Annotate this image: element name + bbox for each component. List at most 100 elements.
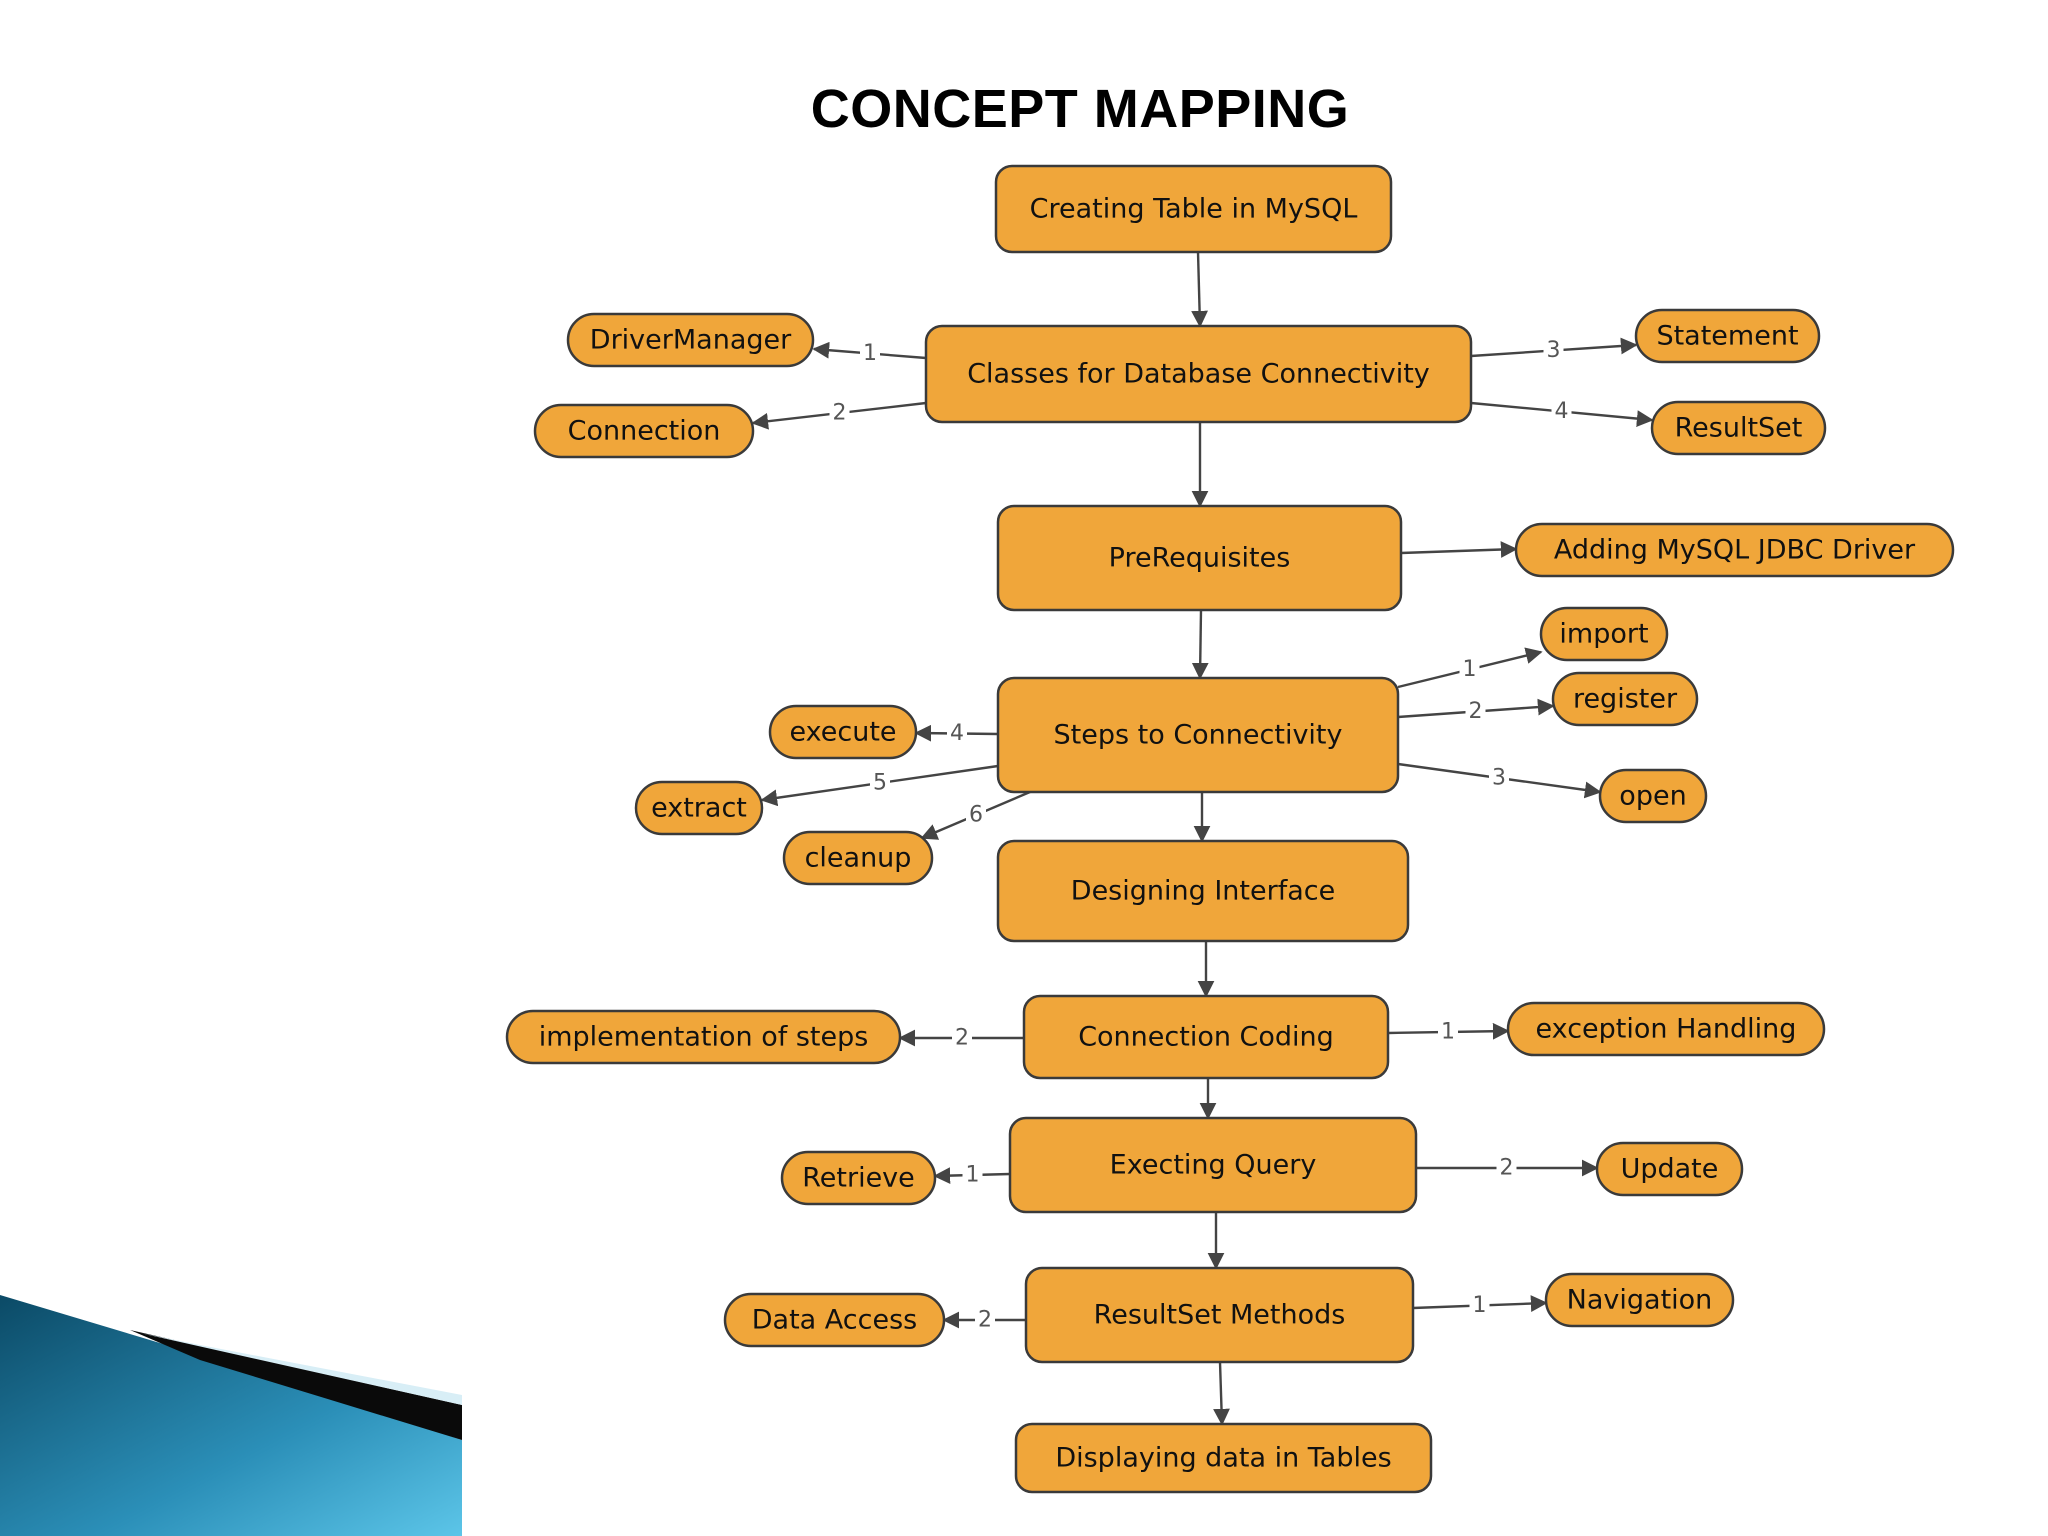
edge-label: 1: [863, 341, 877, 366]
edge-steps-to-open: 3: [1397, 762, 1602, 799]
edge-label-bg: [962, 1162, 983, 1188]
edge-classes-to-statement: 3: [1470, 337, 1638, 364]
node-conncoding: Connection Coding: [1022, 994, 1390, 1080]
node-steps: Steps to Connectivity: [996, 676, 1400, 794]
edge-label: 4: [1555, 399, 1569, 424]
edge-label-bg: [952, 1025, 972, 1051]
node-label: register: [1573, 684, 1678, 715]
node-import: import: [1539, 606, 1669, 662]
node-label: Data Access: [752, 1305, 917, 1336]
edge-label-bg: [1543, 337, 1564, 364]
node-label: PreRequisites: [1109, 543, 1291, 574]
node-label: Classes for Database Connectivity: [967, 359, 1430, 390]
node-extract: extract: [634, 780, 764, 836]
node-jdbc: Adding MySQL JDBC Driver: [1514, 522, 1955, 578]
page-title: CONCEPT MAPPING: [810, 79, 1350, 139]
edge-label-bg: [975, 1307, 995, 1333]
node-label: Retrieve: [802, 1163, 915, 1194]
node-label: implementation of steps: [539, 1022, 869, 1053]
node-label: execute: [789, 717, 896, 748]
node-label: DriverManager: [590, 325, 792, 356]
edge-rsmethods-to-displaying: [1213, 1361, 1230, 1426]
edge-steps-to-extract: 5: [760, 764, 999, 807]
node-displaying: Displaying data in Tables: [1014, 1422, 1433, 1494]
edge-exequery-to-update: 2: [1416, 1155, 1599, 1181]
edge-conncoding-to-implsteps: 2: [898, 1025, 1024, 1051]
edge-label-bg: [1459, 656, 1480, 683]
node-box: [1014, 1422, 1433, 1494]
node-creating: Creating Table in MySQL: [994, 164, 1393, 254]
edge-label-bg: [829, 400, 850, 426]
edge-label-bg: [966, 802, 986, 828]
node-update: Update: [1595, 1141, 1744, 1197]
edge-label-bg: [1551, 398, 1572, 425]
edge-label: 2: [955, 1026, 969, 1051]
node-box: [780, 1150, 937, 1206]
node-exequery: Execting Query: [1008, 1116, 1418, 1214]
node-box: [996, 676, 1400, 794]
edge-label-bg: [1469, 1292, 1490, 1319]
node-retrieve: Retrieve: [780, 1150, 937, 1206]
node-box: [1650, 400, 1827, 456]
node-box: [924, 324, 1473, 424]
node-box: [634, 780, 764, 836]
node-exception: exception Handling: [1506, 1001, 1826, 1057]
node-box: [1539, 606, 1669, 662]
node-cleanup: cleanup: [782, 830, 934, 886]
node-label: cleanup: [805, 843, 912, 874]
node-box: [505, 1009, 902, 1065]
node-label: Adding MySQL JDBC Driver: [1554, 535, 1916, 566]
node-label: extract: [651, 793, 747, 824]
edge-classes-to-connection: 2: [751, 400, 927, 430]
edge-conncoding-to-exception: 1: [1387, 1019, 1510, 1045]
edge-prereq-to-jdbc: [1400, 541, 1518, 558]
node-box: [782, 830, 934, 886]
node-box: [723, 1292, 946, 1348]
node-box: [1514, 522, 1955, 578]
node-box: [768, 704, 918, 760]
edge-label: 5: [873, 771, 887, 796]
node-classes: Classes for Database Connectivity: [924, 324, 1473, 424]
edge-steps-to-execute: 4: [914, 720, 999, 747]
node-execute: execute: [768, 704, 918, 760]
edge-label-bg: [1438, 1019, 1458, 1045]
node-box: [996, 504, 1403, 612]
edge-label: 2: [833, 401, 847, 426]
edge-label-bg: [947, 720, 967, 747]
node-box: [1595, 1141, 1744, 1197]
node-implsteps: implementation of steps: [505, 1009, 902, 1065]
edge-label-bg: [1496, 1155, 1517, 1181]
node-label: Displaying data in Tables: [1055, 1443, 1391, 1474]
edge-rsmethods-to-dataaccess: 2: [942, 1307, 1026, 1333]
edge-creating-to-classes: [1191, 251, 1208, 328]
edge-label: 6: [969, 803, 983, 828]
edge-classes-to-resultset: 4: [1470, 398, 1654, 427]
node-label: Connection Coding: [1078, 1022, 1334, 1053]
edge-label-bg: [1489, 765, 1509, 791]
node-box: [1598, 768, 1708, 824]
edge-label: 2: [1469, 699, 1483, 724]
edge-exequery-to-retrieve: 1: [933, 1162, 1011, 1188]
edge-label-bg: [860, 340, 880, 367]
node-label: ResultSet Methods: [1094, 1300, 1346, 1331]
node-box: [1022, 994, 1390, 1080]
edge-steps-to-register: 2: [1397, 698, 1555, 725]
node-resultset: ResultSet: [1650, 400, 1827, 456]
node-connection: Connection: [533, 403, 755, 459]
node-label: Statement: [1656, 321, 1798, 352]
node-label: Creating Table in MySQL: [1030, 194, 1358, 225]
edge-arrow: [1191, 609, 1209, 680]
node-box: [1506, 1001, 1826, 1057]
node-statement: Statement: [1634, 308, 1821, 364]
edge-rsmethods-to-navigation: 1: [1412, 1292, 1548, 1319]
edge-arrow: [1191, 251, 1208, 328]
node-label: exception Handling: [1536, 1014, 1797, 1045]
edge-label: 4: [950, 721, 964, 746]
edge-prereq-to-steps: [1191, 609, 1209, 680]
node-label: Execting Query: [1110, 1150, 1317, 1181]
edge-classes-to-drivermanager: 1: [812, 340, 927, 367]
node-register: register: [1551, 671, 1699, 727]
node-prereq: PreRequisites: [996, 504, 1403, 612]
corner-decoration: [0, 1295, 462, 1536]
